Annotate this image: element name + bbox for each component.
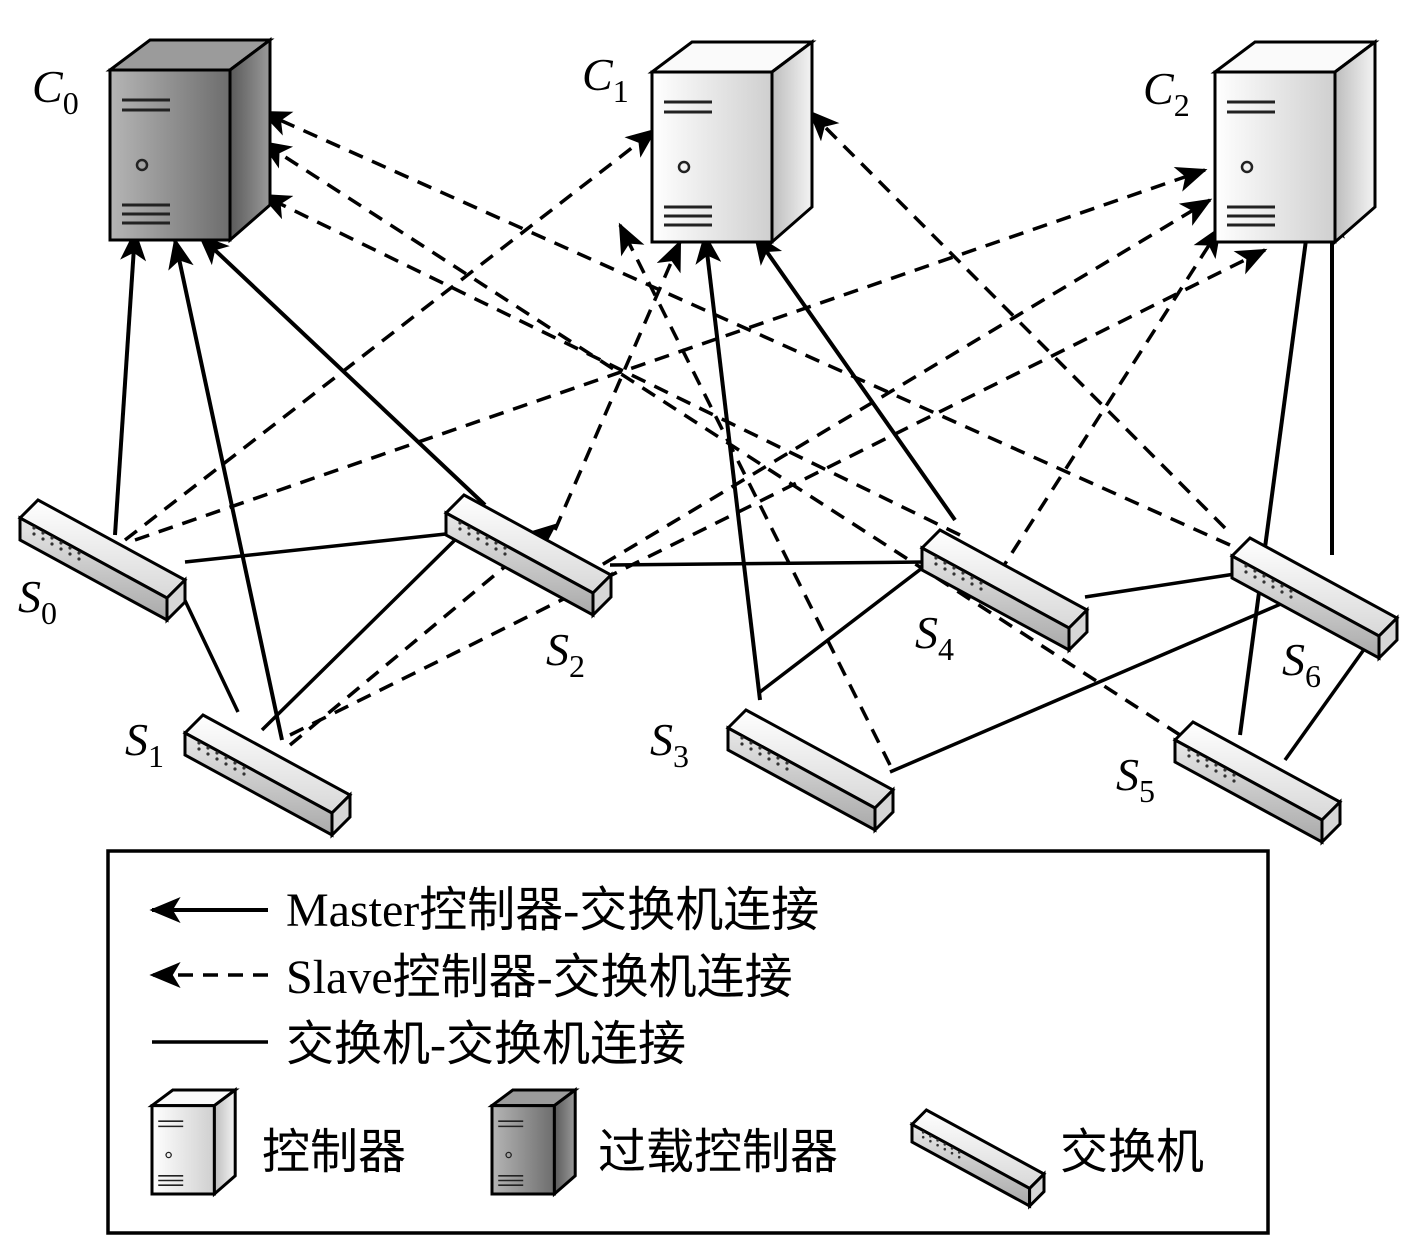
- slave-link-s3-c1: [618, 222, 892, 766]
- label-c2: C2: [1143, 63, 1190, 123]
- slave-link-s1-c2: [289, 248, 1268, 737]
- switch-s2: [443, 493, 614, 619]
- label-s2: S2: [546, 624, 585, 684]
- slave-link-s5-c0: [259, 140, 1181, 737]
- controller-c1: [647, 39, 817, 246]
- switch-link-s0-s2: [184, 531, 456, 564]
- master-link-s0-c0: [113, 229, 147, 536]
- switch-s3: [725, 708, 896, 834]
- slave-link-s6-c0: [259, 110, 1231, 547]
- slave-link-s5-c1: [808, 110, 1227, 530]
- label-s4: S4: [915, 607, 954, 667]
- controller-c0: [105, 37, 275, 244]
- slave-link-s0-c1: [123, 128, 658, 542]
- label-s3: S3: [650, 714, 689, 774]
- legend-slave-text: Slave控制器-交换机连接: [286, 951, 793, 1004]
- legend-overloaded-controller-icon: [487, 1087, 580, 1198]
- legend: Master控制器-交换机连接 Slave控制器-交换机连接 交换机-交换机连接…: [106, 849, 1270, 1235]
- switch-s0: [17, 498, 188, 624]
- label-c1: C1: [582, 49, 629, 109]
- switch-s5: [1172, 720, 1343, 846]
- label-s0: S0: [18, 571, 57, 631]
- slave-link-s4-c2: [983, 225, 1222, 596]
- slave-link-s0-c2: [134, 167, 1208, 542]
- legend-switch-icon: [909, 1108, 1047, 1210]
- label-c0: C0: [32, 61, 79, 121]
- links-layer: [113, 110, 1367, 774]
- master-link-s3-c1: [695, 232, 762, 701]
- legend-switch-text: 交换机: [1060, 1126, 1204, 1179]
- switch-link-s0-s1: [178, 589, 240, 713]
- switch-s4: [919, 528, 1090, 654]
- nodes-layer: [17, 37, 1400, 846]
- switch-s1: [182, 713, 353, 839]
- master-link-s5-c2: [1238, 207, 1320, 736]
- legend-switch-link-text: 交换机-交换机连接: [286, 1018, 686, 1071]
- switch-s6: [1229, 536, 1400, 662]
- switch-link-s1-s2: [260, 533, 462, 732]
- legend-controller-icon: [147, 1087, 240, 1198]
- slave-link-s4-c0: [259, 193, 961, 537]
- switch-link-s3-s4: [758, 560, 932, 694]
- slave-link-s2-c2: [559, 198, 1213, 592]
- label-s1: S1: [125, 714, 164, 774]
- label-s5: S5: [1116, 749, 1155, 809]
- switch-link-s4-s6: [1084, 572, 1236, 599]
- legend-overloaded-text: 过载控制器: [598, 1126, 838, 1179]
- legend-controller-text: 控制器: [262, 1126, 406, 1179]
- legend-master-text: Master控制器-交换机连接: [286, 884, 819, 937]
- master-link-s1-c0: [168, 237, 284, 741]
- switch-link-s2-s4: [609, 560, 926, 567]
- switch-link-s5-s6: [1283, 646, 1367, 762]
- switch-link-s3-s6: [889, 598, 1291, 774]
- controller-c2: [1210, 39, 1380, 246]
- legend-box: [106, 849, 1270, 1235]
- label-s6: S6: [1282, 634, 1321, 694]
- slave-link-s2-c1: [553, 239, 682, 531]
